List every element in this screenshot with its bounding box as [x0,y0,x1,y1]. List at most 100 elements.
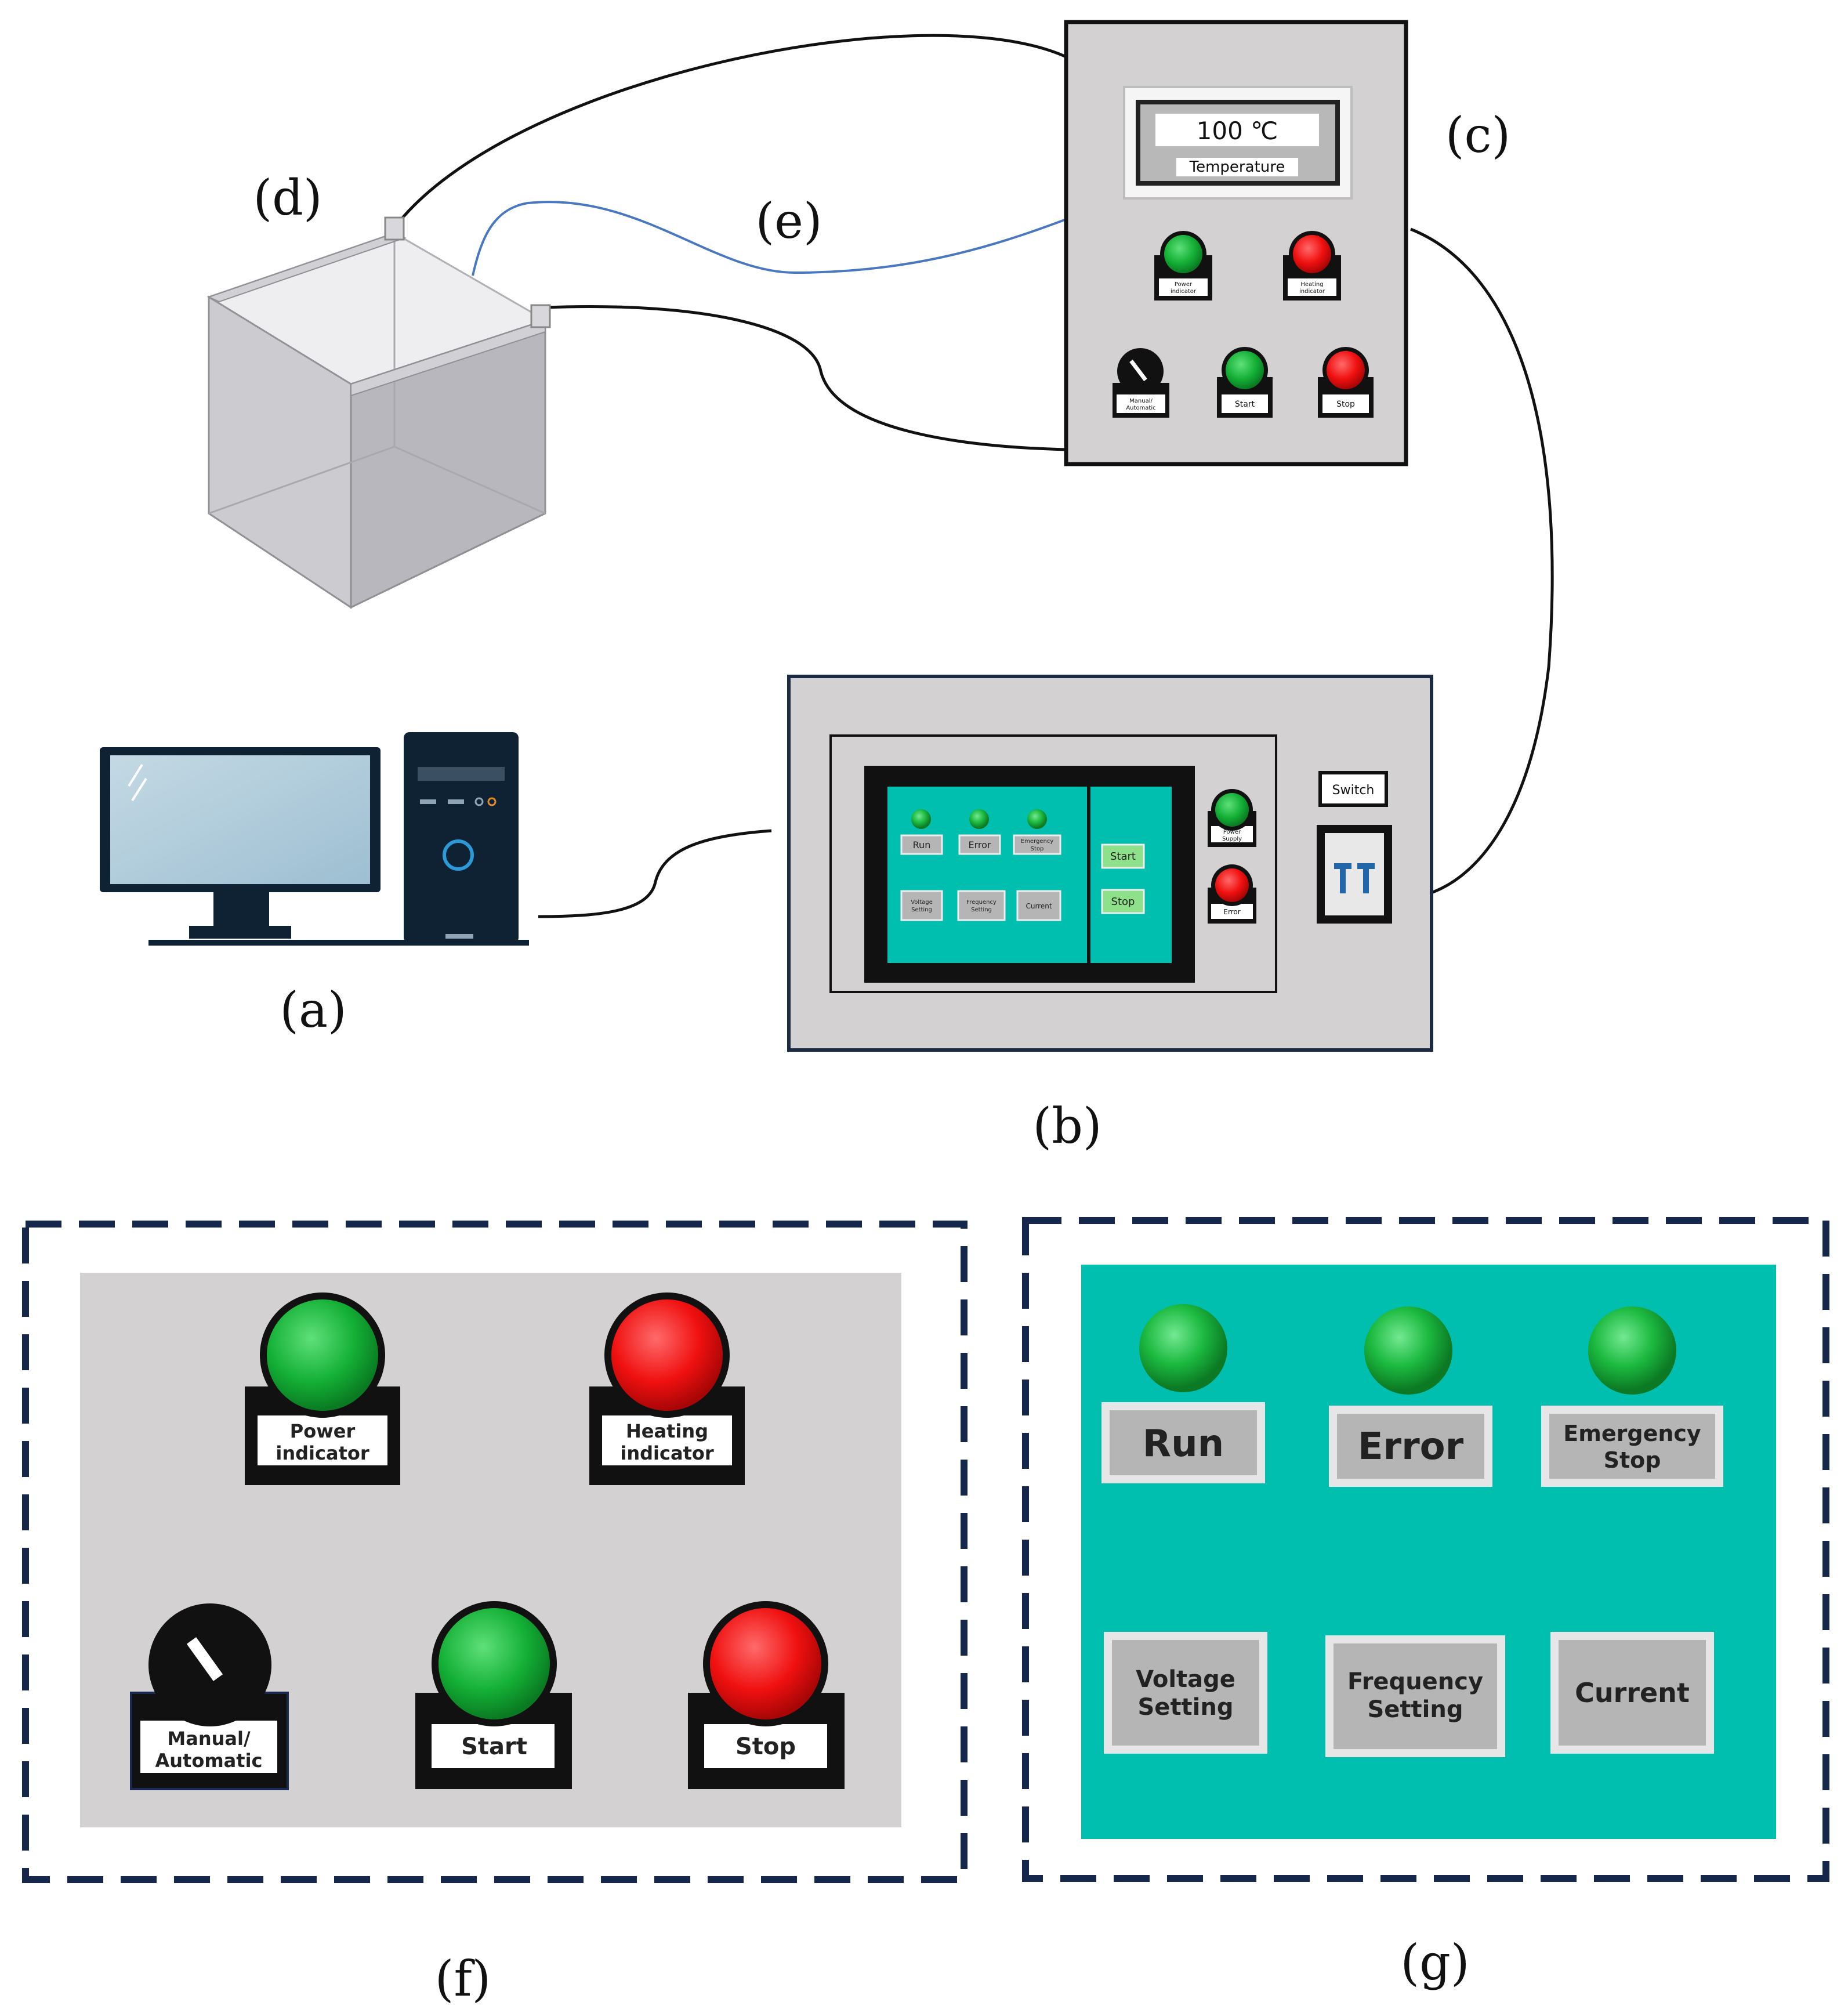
breaker-lever [1363,868,1369,893]
mini-estop-label: Emergency [1021,838,1053,845]
temperature-value-box [1155,114,1319,146]
label-c: (c) [1445,107,1511,164]
hmi-start-label: Start [1110,850,1136,863]
stop-button[interactable] [1327,351,1365,389]
breaker-lever [1340,868,1346,893]
power-indicator-large-plate [258,1415,387,1465]
control-box-c: 100 ℃ Temperature Power indicator Heatin… [1064,20,1408,466]
computer-a [100,732,529,946]
temperature-label-box [1176,158,1298,176]
power-indicator-large-label: indicator [276,1442,369,1464]
stop-button-large[interactable] [710,1608,821,1719]
power-indicator-plate [1159,278,1208,296]
heating-indicator-lamp [1293,235,1331,273]
mini-current-label: Current [1026,902,1052,910]
start-button-large[interactable] [439,1608,550,1719]
power-supply-lamp [1215,793,1249,827]
wire-d-to-c-top [399,34,1067,222]
mode-knob-large-plate [140,1721,277,1773]
emergency-stop-label: Emergency [1563,1421,1701,1446]
tank-edge [208,446,395,515]
hmi-stop-button[interactable] [1101,889,1145,914]
emergency-stop-button[interactable] [1541,1406,1723,1487]
frequency-setting-button[interactable] [1325,1635,1505,1757]
temperature-value: 100 ℃ [1197,117,1278,145]
desk-line [148,940,529,946]
tank-d [206,216,551,609]
panel-g-dashed-border [1022,1217,1829,1882]
pc-button [420,799,436,804]
pc-slot [445,934,473,939]
hmi-start-button[interactable] [1101,843,1145,869]
run-button-label: Run [1143,1422,1224,1465]
wires [399,34,1554,918]
switch-label: Switch [1332,783,1375,798]
estop-lamp [1588,1306,1676,1395]
label-d: (d) [253,169,322,226]
tank-rim [350,319,546,397]
mini-run-lamp [911,809,931,829]
panel-f: Power indicator Heating indicator Manual… [22,1221,968,1883]
power-indicator-large-label: Power [290,1420,356,1442]
mode-knob-plate [1117,394,1165,413]
error-button-label: Error [1358,1425,1464,1468]
heating-indicator-large-label: Heating [626,1420,708,1442]
current-button[interactable] [1550,1632,1714,1754]
mode-knob-large-label: Automatic [155,1750,263,1772]
mini-frequency-label: Frequency [966,899,997,906]
monitor-stand-foot [189,926,291,939]
mini-frequency-button[interactable] [957,890,1006,921]
pc-led [474,797,484,806]
wire-e-sensor [472,201,1067,276]
stop-button-label: Stop [1336,400,1355,409]
label-g: (g) [1400,1934,1469,1991]
current-button-label: Current [1575,1677,1690,1708]
screen-glare [128,763,143,787]
stop-button-large-plate [704,1724,827,1768]
label-e: (e) [755,193,822,249]
power-indicator-large-lamp [267,1299,378,1411]
error-lamp [1215,868,1249,902]
heating-indicator-label: indicator [1299,288,1325,295]
pc-led [487,797,497,806]
mini-run-button[interactable] [900,834,943,855]
hmi-screen-side [1090,787,1172,963]
start-button-plate [1222,394,1268,413]
mini-error-lamp [969,809,989,829]
power-indicator-label: indicator [1171,288,1197,295]
mini-run-label: Run [913,839,931,850]
run-button[interactable] [1101,1402,1265,1483]
error-button[interactable] [1329,1406,1492,1487]
panel-g: Run Error Emergency Stop Voltage Setting… [1022,1217,1829,1882]
mini-current-button[interactable] [1016,890,1061,921]
power-supply-label: Supply [1222,836,1242,842]
label-b: (b) [1032,1098,1101,1154]
heating-indicator-plate [1288,278,1336,296]
voltage-setting-button[interactable] [1104,1632,1267,1754]
voltage-setting-label: Setting [1138,1694,1234,1721]
mini-voltage-label: Setting [911,907,932,913]
start-button[interactable] [1226,351,1264,389]
label-a: (a) [280,982,347,1038]
mini-estop-lamp [1027,809,1047,829]
power-indicator-label: Power [1175,281,1193,288]
mini-voltage-button[interactable] [900,890,943,921]
wire-c-to-b [1410,227,1554,898]
monitor-screen [110,755,370,884]
error-lamp-plate [1211,904,1253,919]
mode-knob-pointer [1129,359,1147,382]
stop-button-large-label: Stop [735,1733,796,1760]
mini-frequency-label: Setting [971,907,992,913]
stop-button-plate [1322,394,1369,413]
power-indicator-lamp [1164,235,1202,273]
mini-error-button[interactable] [958,834,1001,855]
wire-a-to-b [538,829,772,918]
error-lamp-label: Error [1223,908,1240,916]
switch-label-box [1318,771,1388,807]
panel-f-dashed-border [22,1221,968,1883]
mode-knob-large-label: Manual/ [167,1728,251,1750]
breaker-lever [1334,863,1351,869]
start-button-label: Start [1235,400,1255,409]
mini-estop-button[interactable] [1013,834,1061,855]
